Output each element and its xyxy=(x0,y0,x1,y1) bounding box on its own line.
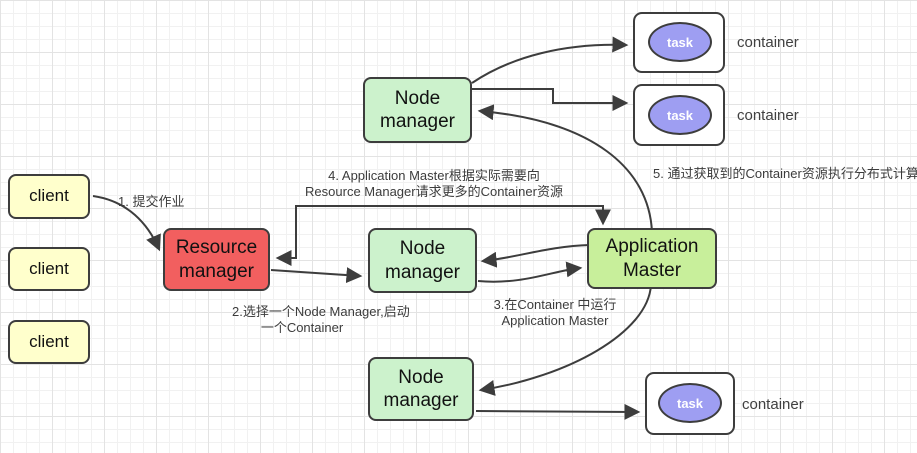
arrow-application-master-to-node-manager-mid xyxy=(480,244,591,268)
node-manager-top-box[interactable]: Node manager xyxy=(363,77,472,143)
arrow-client-to-resource-manager xyxy=(92,195,161,252)
task-oval-1[interactable]: task xyxy=(648,22,712,62)
resource-manager-box[interactable]: Resource manager xyxy=(163,228,270,291)
annotation-step-2-line-1: 2.选择一个Node Manager,启动 xyxy=(232,304,410,319)
annotation-step-4: 4. Application Master根据实际需要向 Resource Ma… xyxy=(299,168,569,200)
client-box-3[interactable]: client xyxy=(8,320,90,364)
client-box-2[interactable]: client xyxy=(8,247,90,291)
arrow-node-manager-top-to-container-2 xyxy=(472,88,629,111)
arrow-node-manager-top-to-container-1 xyxy=(471,36,629,84)
task-oval-2[interactable]: task xyxy=(648,95,712,135)
application-master-box[interactable]: Application Master xyxy=(587,228,717,289)
arrow-application-master-resource-manager-request xyxy=(275,205,611,266)
arrow-application-master-to-node-manager-bottom xyxy=(478,284,652,396)
container-label-2: container xyxy=(737,107,799,124)
arrow-node-manager-mid-to-application-master xyxy=(477,261,583,283)
container-label-3: container xyxy=(742,396,804,413)
annotation-step-2-line-2: 一个Container xyxy=(260,320,344,335)
arrow-application-master-to-node-manager-top xyxy=(477,104,653,233)
arrow-resource-manager-to-node-manager xyxy=(270,267,363,284)
node-manager-bottom-box[interactable]: Node manager xyxy=(368,357,474,421)
annotation-step-3-line-1: 3.在Container 中运行 xyxy=(493,297,617,312)
container-label-1: container xyxy=(737,34,799,51)
annotation-step-3: 3.在Container 中运行 Application Master xyxy=(485,297,625,329)
task-oval-3[interactable]: task xyxy=(658,383,722,423)
arrow-node-manager-bottom-to-container-3 xyxy=(475,403,641,420)
annotation-step-3-line-2: Application Master xyxy=(501,313,609,328)
annotation-step-4-line-1: 4. Application Master根据实际需要向 xyxy=(328,168,540,183)
annotation-step-2: 2.选择一个Node Manager,启动 一个Container xyxy=(232,304,410,336)
client-box-1[interactable]: client xyxy=(8,174,90,219)
annotation-step-5: 5. 通过获取到的Container资源执行分布式计算 xyxy=(653,166,917,181)
node-manager-mid-box[interactable]: Node manager xyxy=(368,228,477,293)
annotation-step-4-line-2: Resource Manager请求更多的Container资源 xyxy=(305,184,563,199)
annotation-step-1: 1. 提交作业 xyxy=(118,194,185,209)
